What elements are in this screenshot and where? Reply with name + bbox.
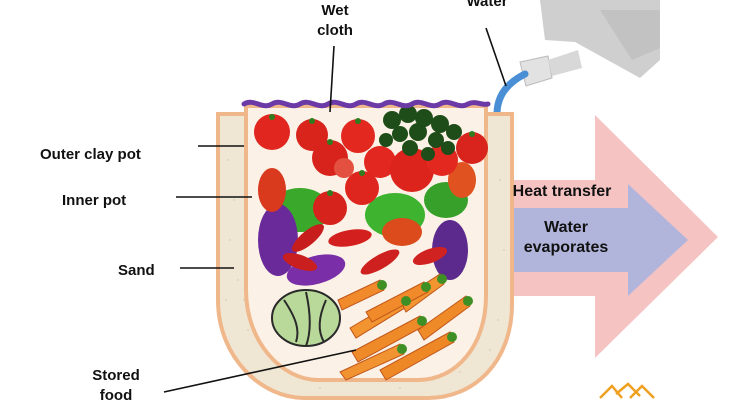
logo-icon — [599, 382, 655, 399]
wet-cloth — [241, 99, 491, 109]
water-evaporates-arrow — [496, 184, 688, 296]
label-heat-transfer: Heat transfer — [512, 183, 612, 200]
label-water: Water — [466, 0, 508, 10]
label-wet-cloth-line1: Wet — [321, 2, 349, 19]
leader-lines — [163, 27, 507, 393]
watering-can-icon — [519, 0, 660, 87]
stored-food — [254, 105, 488, 381]
label-water-evaporates-line1: Water — [544, 219, 588, 236]
label-wet-cloth: Wet cloth — [300, 1, 370, 41]
label-stored-food-line1: Stored — [92, 367, 140, 384]
label-inner-pot: Inner pot — [62, 192, 127, 209]
label-stored-food: Stored food — [80, 366, 152, 406]
label-outer-clay-pot: Outer clay pot — [40, 146, 141, 163]
label-stored-food-line2: food — [99, 387, 133, 404]
label-water-evaporates-line2: evaporates — [523, 239, 609, 256]
label-wet-cloth-line2: cloth — [317, 22, 353, 39]
label-water-evaporates: Water evaporates — [512, 218, 620, 258]
label-sand: Sand — [118, 262, 155, 279]
spout-pipe — [493, 70, 529, 118]
